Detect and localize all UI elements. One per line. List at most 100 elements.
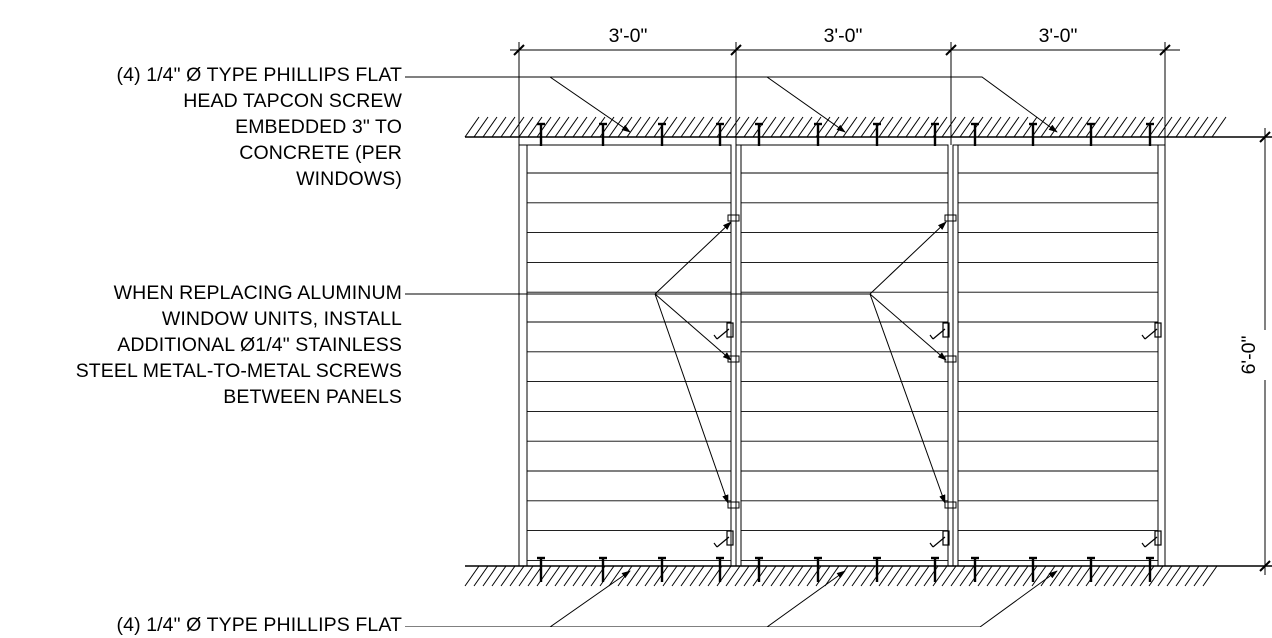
hatch-stroke [1166, 116, 1182, 138]
hatch-stroke [860, 116, 876, 138]
hatch-stroke [923, 116, 939, 138]
hatch-stroke [1193, 565, 1209, 587]
hatch-stroke [995, 116, 1011, 138]
hatch-stroke [887, 116, 903, 138]
hatch-stroke [815, 565, 831, 587]
hatch-stroke [941, 116, 957, 138]
hatch-stroke [833, 116, 849, 138]
hatch-stroke [851, 116, 867, 138]
panel-3-outline [952, 144, 1166, 567]
hatch-stroke [707, 116, 723, 138]
hatch-stroke [986, 565, 1002, 587]
hatch-stroke [536, 116, 552, 138]
hatch-stroke [1157, 565, 1173, 587]
hatch-stroke [464, 116, 480, 138]
hatch-stroke [716, 565, 732, 587]
hatch-stroke [725, 565, 741, 587]
hatch-stroke [725, 116, 741, 138]
hatch-stroke [1112, 565, 1128, 587]
seam-clip-1a [727, 214, 740, 222]
hatch-stroke [779, 116, 795, 138]
latch-handle [929, 542, 934, 548]
hatch-stroke [842, 116, 858, 138]
top-screws-note-line-1: (4) 1/4" Ø TYPE PHILLIPS FLAT [116, 64, 402, 86]
hatch-stroke [995, 565, 1011, 587]
hatch-stroke [1103, 565, 1119, 587]
hatch-stroke [464, 565, 480, 587]
hatch-stroke [860, 565, 876, 587]
hatch-stroke [572, 565, 588, 587]
panel-screws-note-line-2: WINDOW UNITS, INSTALL [161, 308, 402, 330]
hatch-stroke [698, 565, 714, 587]
bottom-screws-note-line-1: (4) 1/4" Ø TYPE PHILLIPS FLAT [116, 614, 402, 636]
hatch-stroke [536, 565, 552, 587]
hatch-stroke [1085, 565, 1101, 587]
hatch-stroke [554, 565, 570, 587]
hatch-stroke [518, 116, 534, 138]
hatch-stroke [680, 116, 696, 138]
dimension-width-3: 3'-0" [1039, 25, 1078, 47]
hatch-stroke [1049, 565, 1065, 587]
hatch-stroke [635, 565, 651, 587]
panel-1-inner [526, 144, 732, 567]
hatch-stroke [1121, 565, 1137, 587]
hatch-stroke [635, 116, 651, 138]
latch-handle [1144, 328, 1158, 340]
hatch-stroke [950, 116, 966, 138]
hatch-stroke [1139, 565, 1155, 587]
hatch-stroke [545, 116, 561, 138]
hatch-stroke [743, 565, 759, 587]
hatch-stroke [797, 116, 813, 138]
hatch-stroke [806, 116, 822, 138]
hatch-stroke [977, 565, 993, 587]
panel-screws-note-line-4: STEEL METAL-TO-METAL SCREWS [75, 360, 402, 382]
top-screws-note: (4) 1/4" Ø TYPE PHILLIPS FLAT HEAD TAPCO… [117, 62, 402, 192]
latch-handle [929, 334, 934, 340]
hatch-stroke [698, 116, 714, 138]
seam-clip-2b [944, 355, 957, 363]
hatch-stroke [959, 565, 975, 587]
panel-3-inner [957, 144, 1159, 567]
hatch-stroke [545, 565, 561, 587]
hatch-stroke [797, 565, 813, 587]
hatch-stroke [581, 116, 597, 138]
hatch-stroke [680, 565, 696, 587]
latch-handle [1141, 334, 1146, 340]
hatch-stroke [1040, 116, 1056, 138]
top-concrete-hatch [464, 116, 1227, 138]
panel-1-outline [518, 144, 732, 567]
top-screws-note-line-5: WINDOWS) [296, 168, 402, 190]
hatch-stroke [1040, 565, 1056, 587]
top-screws-leaders [405, 76, 1058, 133]
hatch-stroke [1121, 116, 1137, 138]
hatch-stroke [473, 116, 489, 138]
hatch-stroke [770, 116, 786, 138]
hatch-stroke [617, 565, 633, 587]
hatch-stroke [743, 116, 759, 138]
hatch-stroke [1175, 565, 1191, 587]
hatch-stroke [1202, 116, 1218, 138]
hatch-stroke [878, 116, 894, 138]
hatch-stroke [977, 116, 993, 138]
hatch-stroke [1193, 116, 1209, 138]
panel-screws-note-line-1: WHEN REPLACING ALUMINUM [113, 282, 402, 304]
seam-clip-1c [727, 501, 740, 509]
latch-handle [932, 536, 946, 548]
panel-2-inner [740, 144, 949, 567]
hatch-stroke [1022, 116, 1038, 138]
hatch-stroke [662, 565, 678, 587]
hatch-stroke [1022, 565, 1038, 587]
hatch-stroke [689, 565, 705, 587]
height-dimension-mask [1238, 330, 1266, 380]
hatch-stroke [644, 116, 660, 138]
hatch-stroke [1112, 116, 1128, 138]
hatch-stroke [833, 565, 849, 587]
hatch-stroke [509, 565, 525, 587]
latch-handle [1144, 536, 1158, 548]
hatch-stroke [1094, 565, 1110, 587]
hatch-stroke [1013, 116, 1029, 138]
hatch-stroke [986, 116, 1002, 138]
top-screws-note-line-2: HEAD TAPCON SCREW [183, 90, 402, 112]
hatch-stroke [761, 565, 777, 587]
hatch-stroke [878, 565, 894, 587]
